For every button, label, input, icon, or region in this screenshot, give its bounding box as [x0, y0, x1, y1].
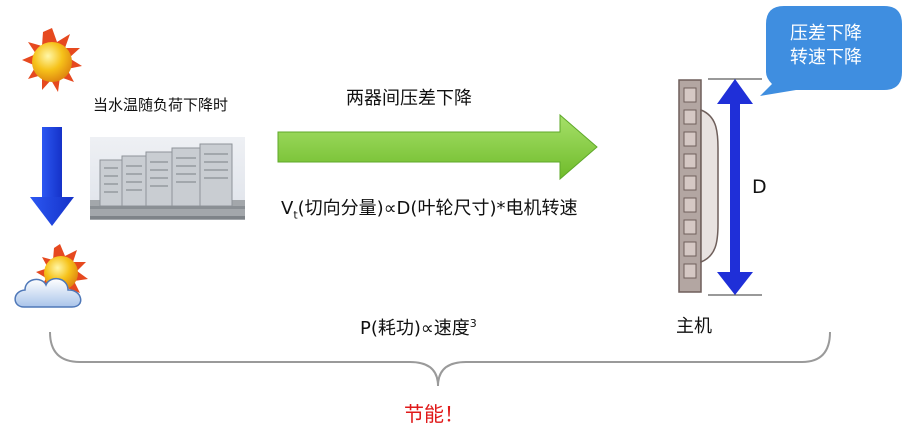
compressor-icon [678, 79, 719, 293]
sun-behind-cloud-icon [14, 244, 88, 308]
vt-subscript: t [293, 208, 298, 222]
energy-saving-label: 节能！ [404, 402, 464, 426]
power-exponent: 3 [469, 317, 477, 330]
bubble-line-1: 压差下降 [790, 23, 862, 44]
double-arrow-icon [708, 78, 762, 296]
power-expression: P(耗功)∝速度 [360, 318, 470, 339]
condition-label: 当水温随负荷下降时 [93, 96, 229, 114]
speech-bubble [760, 6, 902, 96]
vt-formula: Vt(切向分量)∝D(叶轮尺寸)*电机转速 [281, 194, 577, 222]
sun-icon [22, 28, 82, 92]
host-label: 主机 [676, 316, 712, 337]
curly-brace [49, 331, 831, 387]
bubble-text: 压差下降 转速下降 [776, 22, 876, 70]
bubble-line-2: 转速下降 [790, 47, 862, 68]
vt-expression: (切向分量)∝D(叶轮尺寸)*电机转速 [297, 198, 578, 219]
vt-symbol: V [281, 198, 294, 219]
dimension-label: D [752, 176, 767, 198]
pressure-drop-label: 两器间压差下降 [346, 88, 472, 109]
cooling-tower-photo [90, 137, 245, 220]
power-formula: P(耗功)∝速度3 [360, 314, 477, 340]
arrow-right-icon [277, 113, 598, 181]
arrow-down-icon [30, 127, 74, 226]
